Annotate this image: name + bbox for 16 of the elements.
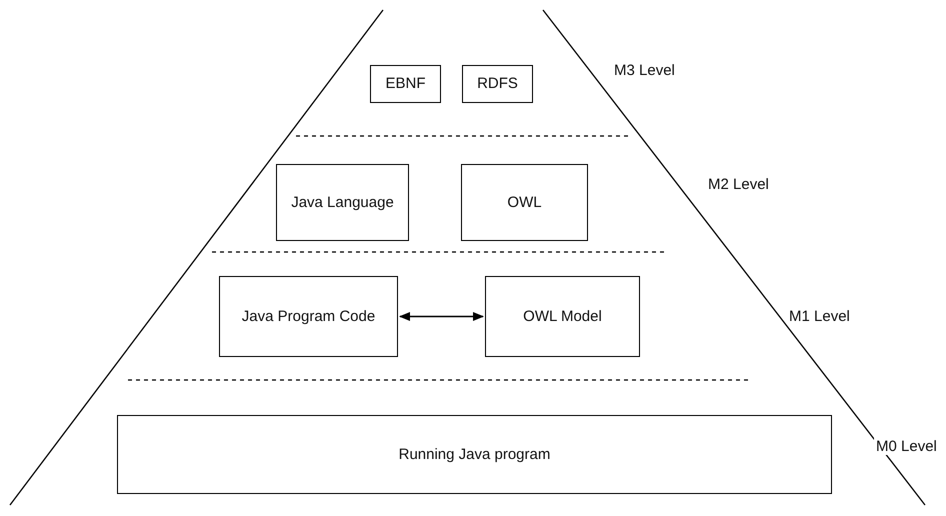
box-label: Java Language <box>291 194 394 212</box>
level-box <box>485 276 640 357</box>
box-label: RDFS <box>477 75 518 93</box>
level-box <box>117 415 832 494</box>
level-box <box>276 164 409 241</box>
box-label: Running Java program <box>398 446 550 464</box>
box-label: EBNF <box>385 75 426 93</box>
box-label: Java Program Code <box>242 308 376 326</box>
box-label: OWL <box>507 194 542 212</box>
box-label: OWL Model <box>523 308 602 326</box>
level-label: M0 Level <box>874 438 939 455</box>
level-box <box>461 164 588 241</box>
level-box <box>219 276 398 357</box>
level-box <box>462 65 533 103</box>
double-headed-arrow <box>398 312 484 321</box>
level-box <box>370 65 441 103</box>
